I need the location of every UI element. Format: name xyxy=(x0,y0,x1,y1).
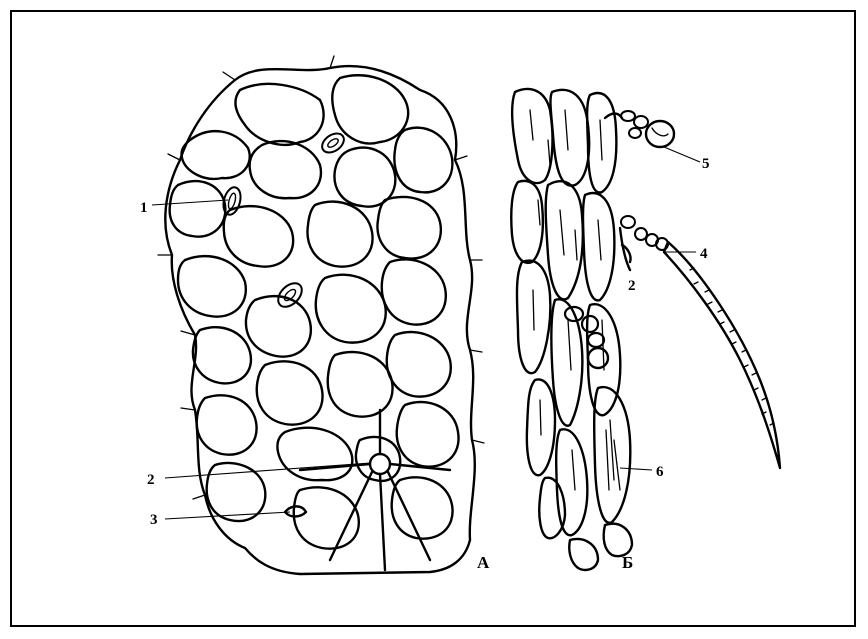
epidermal-cell xyxy=(193,327,251,383)
epidermal-cell xyxy=(257,361,323,424)
elongated-cell xyxy=(556,429,587,535)
label-2: 2 xyxy=(147,472,155,488)
epidermal-cell xyxy=(250,141,321,198)
epidermal-cell xyxy=(307,202,372,267)
elongated-cell xyxy=(511,181,543,263)
epidermal-cell xyxy=(387,332,451,397)
epidermal-cell xyxy=(197,395,257,454)
leader-line-3 xyxy=(165,512,290,519)
stoma xyxy=(221,185,244,216)
elongated-cell xyxy=(583,193,614,300)
epidermal-cell xyxy=(178,256,246,317)
label-3: 3 xyxy=(150,512,158,528)
cell-streaks xyxy=(530,110,620,490)
label-1: 1 xyxy=(140,200,148,216)
epidermal-cell xyxy=(377,197,440,259)
epidermal-cell xyxy=(170,181,226,237)
epidermal-cell xyxy=(181,131,249,179)
epidermal-cell xyxy=(316,275,386,343)
epidermal-cell xyxy=(397,402,459,467)
epidermal-cell xyxy=(334,148,395,207)
panel-b-vein: 5 4 2 6 Б xyxy=(511,89,780,572)
epidermal-cell xyxy=(392,477,453,538)
label-5: 5 xyxy=(702,156,710,172)
tissue-outline xyxy=(165,66,474,574)
epidermal-cell xyxy=(328,352,393,417)
elongated-cell xyxy=(604,524,632,556)
panel-b-letter: Б xyxy=(622,553,633,572)
elongated-cell xyxy=(546,181,583,299)
panel-a-letter: А xyxy=(477,553,490,572)
label-4: 4 xyxy=(700,246,708,262)
epidermal-cell xyxy=(246,296,311,357)
elongated-cell xyxy=(569,539,598,570)
epidermal-cell xyxy=(382,259,446,324)
epidermal-cell xyxy=(235,84,323,145)
epidermal-cell xyxy=(277,428,352,481)
label-2b: 2 xyxy=(628,278,636,294)
stoma xyxy=(319,130,348,157)
trichome-base xyxy=(300,410,450,570)
leader-line-1 xyxy=(152,200,228,205)
leader-line-2 xyxy=(165,463,370,478)
small-cell xyxy=(285,506,306,516)
elongated-cell xyxy=(550,90,589,186)
leader-line-5 xyxy=(664,147,700,162)
epidermal-cell xyxy=(332,75,408,143)
epidermal-cell xyxy=(394,128,452,193)
epidermal-cell xyxy=(224,206,293,267)
label-6: 6 xyxy=(656,464,664,480)
leader-line-6 xyxy=(620,468,652,470)
panel-a-epidermis: 1 2 3 А xyxy=(140,56,490,574)
elongated-cell xyxy=(539,478,565,539)
